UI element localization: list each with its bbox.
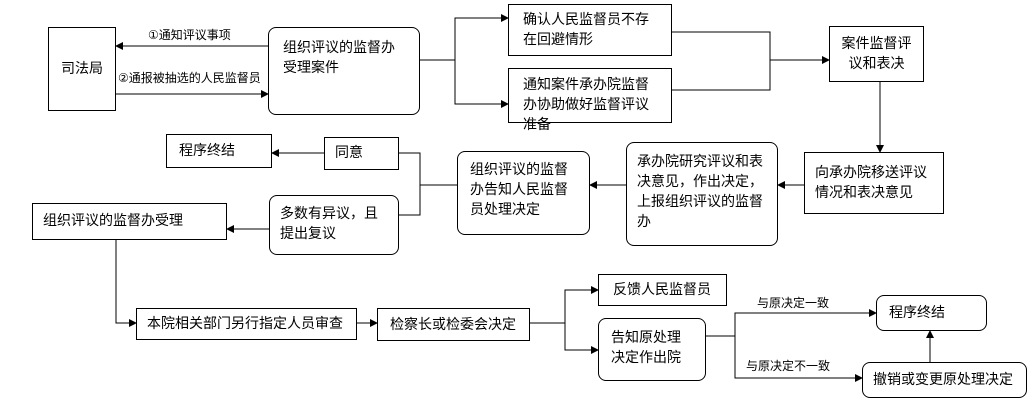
arrow-to-notify-court <box>454 60 509 108</box>
node-dept-review: 本院相关部门另行指定人员审查 <box>136 308 357 340</box>
arrow-notify-merge <box>672 60 771 91</box>
node-confirm-no-recusal-label: 确认人民监督员不存在回避情形 <box>523 12 649 48</box>
node-notify-original: 告知原处理决定作出院 <box>598 318 706 381</box>
edge-label-inconsistent: 与原决定不一致 <box>746 359 831 373</box>
arrow-split-down <box>399 185 421 216</box>
node-dept-review-label: 本院相关部门另行指定人员审查 <box>147 316 343 332</box>
node-notify-court: 通知案件承办院监督办协助做好监督评议准备 <box>508 68 672 133</box>
arrow-consistent <box>706 309 877 337</box>
node-court-study-label: 承办院研究评议和表决意见，作出决定，上报组织评议的监督办 <box>637 154 763 230</box>
node-end-top-label: 程序终结 <box>179 143 235 159</box>
node-feedback-label: 反馈人民监督员 <box>613 282 711 298</box>
node-sifaju: 司法局 <box>48 27 116 111</box>
node-case-review-vote: 案件监督评议和表决 <box>829 26 924 82</box>
node-end-bottom: 程序终结 <box>876 295 987 331</box>
node-end-bottom-label: 程序终结 <box>889 305 945 321</box>
arrow-inconsistent <box>734 336 863 382</box>
node-agree-label: 同意 <box>335 145 363 161</box>
node-chief-decision-label: 检察长或检委会决定 <box>390 317 516 333</box>
arrow-split-up <box>399 152 421 185</box>
node-notify-court-label: 通知案件承办院监督办协助做好监督评议准备 <box>523 77 649 133</box>
node-transfer-results: 向承办院移送评议情况和表决意见 <box>804 152 944 214</box>
node-notify-supervisors: 组织评议的监督办告知人民监督员处理决定 <box>457 151 590 235</box>
node-majority-objection-label: 多数有异议，且提出复议 <box>280 206 378 242</box>
node-case-review-vote-label: 案件监督评议和表决 <box>841 36 912 72</box>
node-organize-office: 组织评议的监督办受理案件 <box>268 27 420 115</box>
node-revoke-change-label: 撤销或变更原处理决定 <box>873 372 1013 388</box>
node-organize-office-label: 组织评议的监督办受理案件 <box>283 40 395 76</box>
arrow-chief-split <box>530 286 599 324</box>
node-office-accept: 组织评议的监督办受理 <box>32 203 227 240</box>
edge-label-consistent: 与原决定一致 <box>757 296 830 310</box>
node-notify-original-label: 告知原处理决定作出院 <box>611 330 681 366</box>
arrow-accept-to-dept <box>115 240 137 327</box>
node-revoke-change: 撤销或变更原处理决定 <box>862 362 1027 398</box>
node-confirm-no-recusal: 确认人民监督员不存在回避情形 <box>508 4 672 56</box>
arrow-to-confirm <box>420 14 509 61</box>
node-agree: 同意 <box>324 137 399 170</box>
edge-label-notify-selected: ②通报被抽选的人民监督员 <box>118 71 261 85</box>
edge-label-notify-items: ①通知评议事项 <box>148 28 231 42</box>
node-chief-decision: 检察长或检委会决定 <box>377 308 530 341</box>
node-end-top: 程序终结 <box>166 134 272 168</box>
arrow-confirm-merge <box>672 31 771 60</box>
node-transfer-results-label: 向承办院移送评议情况和表决意见 <box>815 165 927 201</box>
node-majority-objection: 多数有异议，且提出复议 <box>269 195 399 255</box>
arrow-chief-to-original <box>564 323 599 354</box>
node-court-study: 承办院研究评议和表决意见，作出决定，上报组织评议的监督办 <box>626 142 778 246</box>
node-feedback: 反馈人民监督员 <box>598 274 727 306</box>
node-notify-supervisors-label: 组织评议的监督办告知人民监督员处理决定 <box>470 162 568 218</box>
node-sifaju-label: 司法局 <box>61 61 103 77</box>
node-office-accept-label: 组织评议的监督办受理 <box>43 213 183 229</box>
